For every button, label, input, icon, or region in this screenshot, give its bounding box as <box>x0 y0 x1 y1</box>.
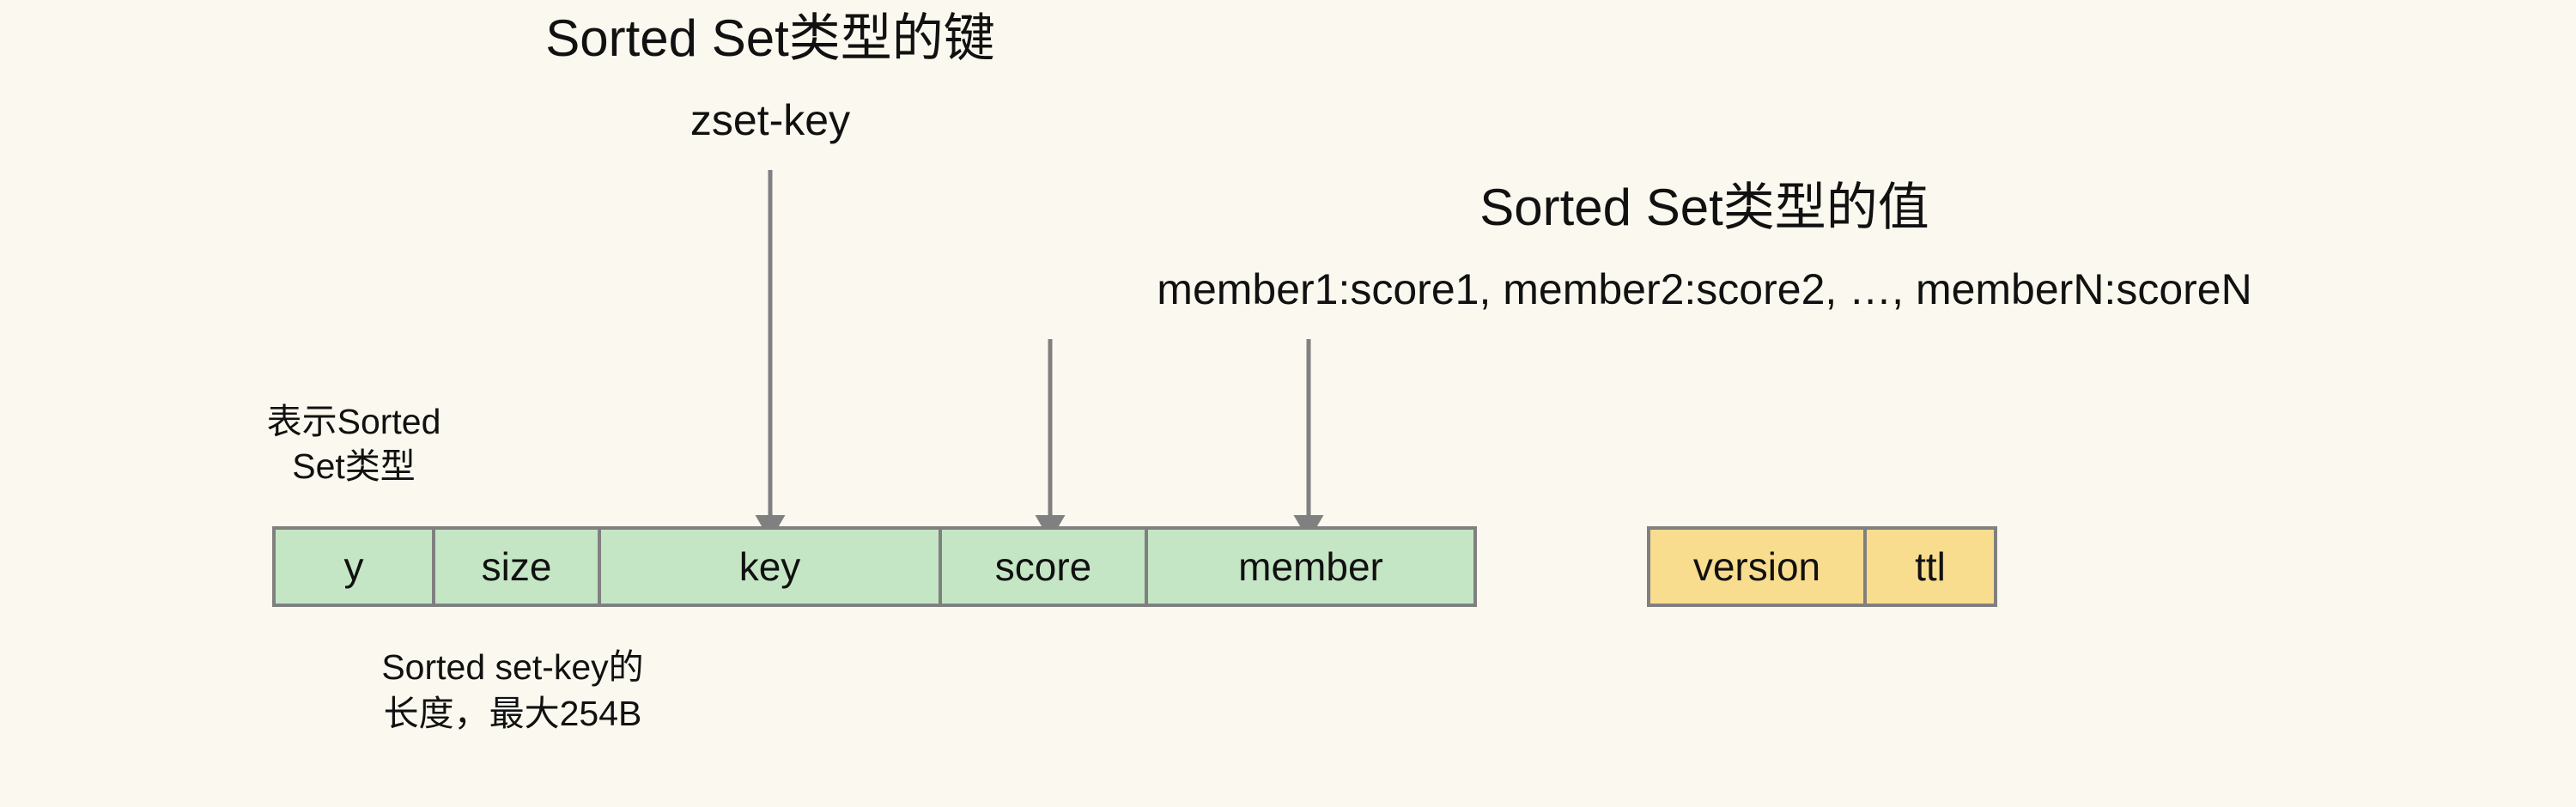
metadata-record-cell-label: version <box>1692 544 1821 589</box>
size-note-line1: Sorted set-key的 <box>381 647 644 687</box>
key-title-label: Sorted Set类型的键 <box>545 9 995 67</box>
sorted-set-encoding-record-cell-label: y <box>343 544 364 589</box>
metadata-record: version ttl <box>1647 526 1997 607</box>
sorted-set-encoding-record-cell-member: member <box>1148 530 1473 604</box>
sorted-set-encoding-record-cell-label: key <box>738 544 801 589</box>
sorted-set-encoding-record-cell-label: member <box>1238 544 1383 589</box>
metadata-record-cell-ttl: ttl <box>1867 530 1994 604</box>
key-value-label: zset-key <box>690 96 851 144</box>
sorted-set-encoding-record-cell-y: y <box>276 530 435 604</box>
size-note-line2: 长度，最大254B <box>383 694 642 733</box>
sorted-set-encoding-record-cell-label: score <box>994 544 1092 589</box>
sorted-set-encoding-record-cell-size: size <box>435 530 601 604</box>
metadata-record-cell-label: ttl <box>1915 544 1946 589</box>
sorted-set-encoding-record-cell-label: size <box>481 544 552 589</box>
sorted-set-encoding-record: y size key score member <box>272 526 1477 607</box>
value-detail-label: member1:score1, member2:score2, …, membe… <box>1157 265 2252 313</box>
metadata-record-cell-version: version <box>1650 530 1867 604</box>
type-flag-note-line1: 表示Sorted <box>266 402 441 441</box>
sorted-set-encoding-record-cell-score: score <box>942 530 1148 604</box>
value-title-label: Sorted Set类型的值 <box>1479 179 1929 236</box>
type-flag-note-line2: Set类型 <box>292 446 416 486</box>
sorted-set-encoding-record-cell-key: key <box>601 530 942 604</box>
